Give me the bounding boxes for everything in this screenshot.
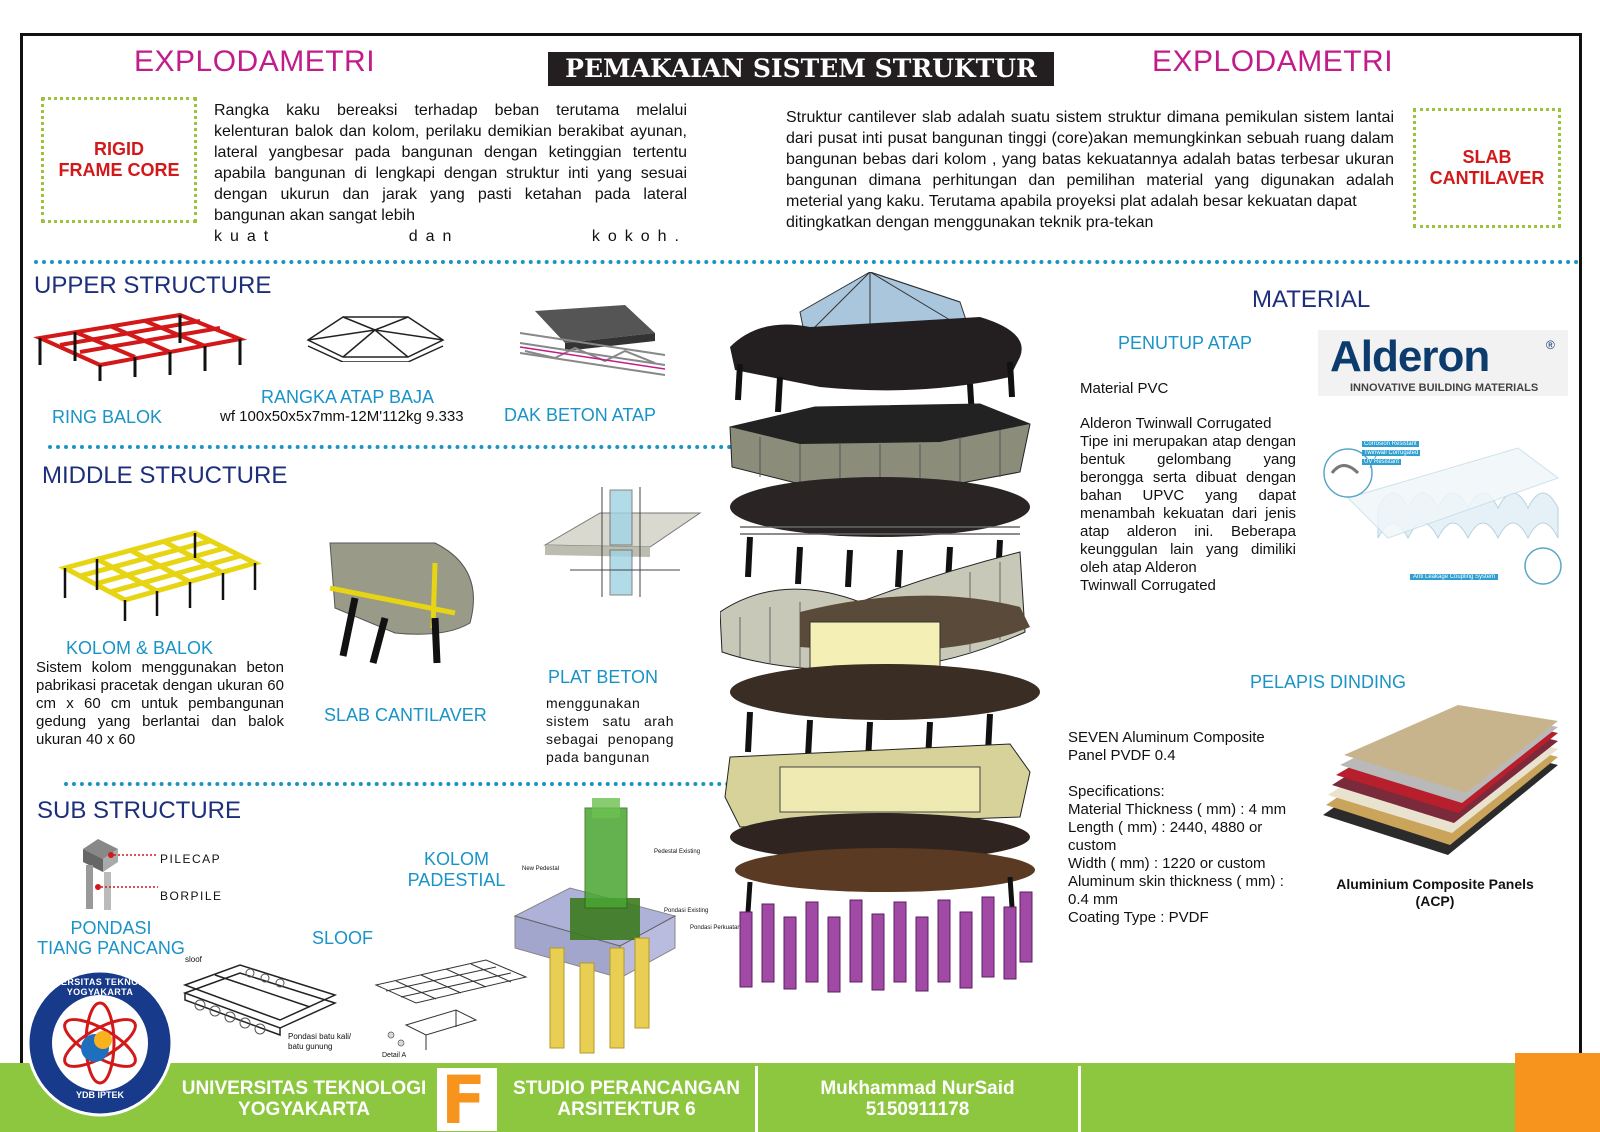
- pondasi-batu-label: Pondasi batu kali/ batu gunung: [288, 1032, 352, 1051]
- material-title: MATERIAL: [1252, 286, 1371, 313]
- alderon-brand-text: Alderon: [1330, 332, 1490, 381]
- ring-balok-label: RING BALOK: [52, 407, 163, 427]
- slab-cantilaver-drawing: [329, 542, 474, 664]
- divider-upper-middle: [48, 445, 748, 449]
- left-paragraph: Rangka kaku bereaksi terhadap beban teru…: [214, 102, 687, 224]
- sloof-drawing: [182, 964, 338, 1037]
- roof-callout-bottom: Anti Leakage Coupling System: [1410, 574, 1499, 580]
- kolom-padestial-label: KOLOM PADESTIAL: [407, 849, 506, 890]
- borpile-label: BORPILE: [160, 889, 223, 903]
- roof-description-last: Twinwall Corrugated: [1080, 577, 1216, 594]
- left-explodametri-title: EXPLODAMETRI: [134, 45, 376, 78]
- dak-beton-drawing: [519, 305, 665, 376]
- kolom-padestial-drawing: [513, 798, 677, 1054]
- roof-callout-3: UV Resistant: [1362, 459, 1402, 465]
- faculty-logo: F: [437, 1062, 497, 1132]
- university-seal: [26, 969, 174, 1117]
- seal-text-top: UNIVERSITAS TEKNOLOGI YOGYAKARTA: [37, 977, 163, 997]
- slab-cantilaver-label: SLAB CANTILAVER: [324, 705, 487, 725]
- pad-label-3: Pondasi Existing: [664, 908, 709, 914]
- upper-structure-title: UPPER STRUCTURE: [34, 272, 272, 299]
- pondasi-tiang-pancang-label: PONDASI TIANG PANCANG: [37, 918, 185, 958]
- sub-structure-title: SUB STRUCTURE: [37, 797, 242, 824]
- acp-specs-title: Specifications:: [1068, 783, 1165, 800]
- acp-spec-item: Width ( mm) : 1220 or custom: [1068, 855, 1266, 872]
- sloof-label: SLOOF: [312, 928, 374, 948]
- left-paragraph-last-line: kuat dan kokoh.: [214, 228, 687, 245]
- acp-spec-item: Coating Type : PVDF: [1068, 909, 1209, 926]
- right-explodametri-title: EXPLODAMETRI: [1152, 45, 1394, 78]
- rigid-frame-core-box: RIGID FRAME CORE: [41, 97, 197, 223]
- sloof-detail-drawing: [374, 959, 528, 1050]
- plat-beton-label: PLAT BETON: [548, 667, 659, 687]
- acp-spec-item: Length ( mm) : 2440, 4880 or custom: [1068, 819, 1263, 854]
- footer-university: UNIVERSITAS TEKNOLOGI YOGYAKARTA: [181, 1078, 427, 1120]
- footer-divider-1: [755, 1066, 758, 1132]
- pilecap-borpile-drawing: [83, 839, 158, 910]
- alderon-registered: ®: [1546, 338, 1555, 352]
- roof-description: Tipe ini merupakan atap dengan bentuk ge…: [1080, 433, 1296, 576]
- main-title: PEMAKAIAN SISTEM STRUKTUR: [548, 52, 1054, 86]
- footer-divider-2: [1078, 1066, 1081, 1132]
- ring-balok-drawing: [33, 312, 248, 381]
- footer-bar: [0, 1063, 1600, 1132]
- acp-specs-list: Material Thickness ( mm) : 4 mm Length (…: [1068, 801, 1308, 927]
- pad-label-1: Pedestal Existing: [654, 849, 701, 855]
- divider-top: [34, 260, 1580, 264]
- acp-spec-item: Material Thickness ( mm) : 4 mm: [1068, 801, 1287, 818]
- acp-spec-item: Aluminum skin thickness ( mm) : 0.4 mm: [1068, 873, 1284, 908]
- acp-panels-drawing: [1323, 705, 1558, 855]
- plat-beton-description: menggunakan sistem satu arah sebagai pen…: [546, 695, 674, 765]
- footer-author: Mukhammad NurSaid 5150911178: [820, 1078, 1015, 1120]
- faculty-logo-letter: F: [441, 1062, 487, 1132]
- roof-material-type: Material PVC: [1080, 380, 1169, 397]
- exploded-tower-axonometry: [720, 272, 1040, 993]
- right-paragraph-block: Struktur cantilever slab adalah suatu si…: [786, 107, 1394, 233]
- footer-studio: STUDIO PERANCANGAN ARSITEKTUR 6: [513, 1078, 740, 1120]
- sloof-small-label: sloof: [185, 955, 202, 964]
- detail-a-label: Detail A: [382, 1052, 407, 1059]
- middle-structure-title: MIDDLE STRUCTURE: [42, 462, 288, 489]
- left-paragraph-block: Rangka kaku bereaksi terhadap beban teru…: [214, 100, 687, 247]
- rangka-atap-spec: wf 100x50x5x7mm-12M'112kg 9.333: [220, 408, 464, 425]
- plat-beton-drawing: [543, 487, 702, 597]
- pad-label-4: Pondasi Perkuatan: [690, 925, 741, 931]
- penutup-atap-label: PENUTUP ATAP: [1118, 333, 1253, 353]
- roof-product-name: Alderon Twinwall Corrugated: [1080, 415, 1272, 432]
- right-paragraph: Struktur cantilever slab adalah suatu si…: [786, 109, 1394, 210]
- pilecap-label: PILECAP: [160, 852, 222, 866]
- dak-beton-label: DAK BETON ATAP: [504, 405, 657, 425]
- slab-cantilaver-box: SLAB CANTILAVER: [1413, 108, 1561, 228]
- right-paragraph-last-line: ditingkatkan dengan menggunakan teknik p…: [786, 214, 1154, 231]
- alderon-logo: Alderon ® INNOVATIVE BUILDING MATERIALS: [1318, 330, 1568, 396]
- footer-orange-corner: [1515, 1053, 1600, 1132]
- rangka-atap-baja-drawing: [306, 316, 445, 362]
- pelapis-dinding-label: PELAPIS DINDING: [1250, 672, 1407, 692]
- roof-callout-1: Corrosion Resistant: [1362, 441, 1419, 447]
- pad-label-2: New Pedestal: [522, 866, 560, 872]
- rangka-atap-label: RANGKA ATAP BAJA: [261, 387, 435, 407]
- alderon-tagline: INNOVATIVE BUILDING MATERIALS: [1350, 382, 1539, 394]
- kolom-balok-description: Sistem kolom menggunakan beton pabrikasi…: [36, 659, 284, 748]
- divider-middle-sub: [64, 782, 754, 786]
- seal-text-bottom: YDB IPTEK: [75, 1090, 124, 1100]
- twinwall-corrugated-drawing: [1323, 447, 1562, 585]
- acp-product-name: SEVEN Aluminum Composite Panel PVDF 0.4: [1068, 729, 1265, 764]
- roof-callout-2: Twinwall Corrugated: [1362, 450, 1421, 456]
- kolom-balok-label: KOLOM & BALOK: [66, 638, 214, 658]
- kolom-balok-drawing: [58, 530, 262, 621]
- acp-caption: Aluminium Composite Panels (ACP): [1336, 876, 1534, 909]
